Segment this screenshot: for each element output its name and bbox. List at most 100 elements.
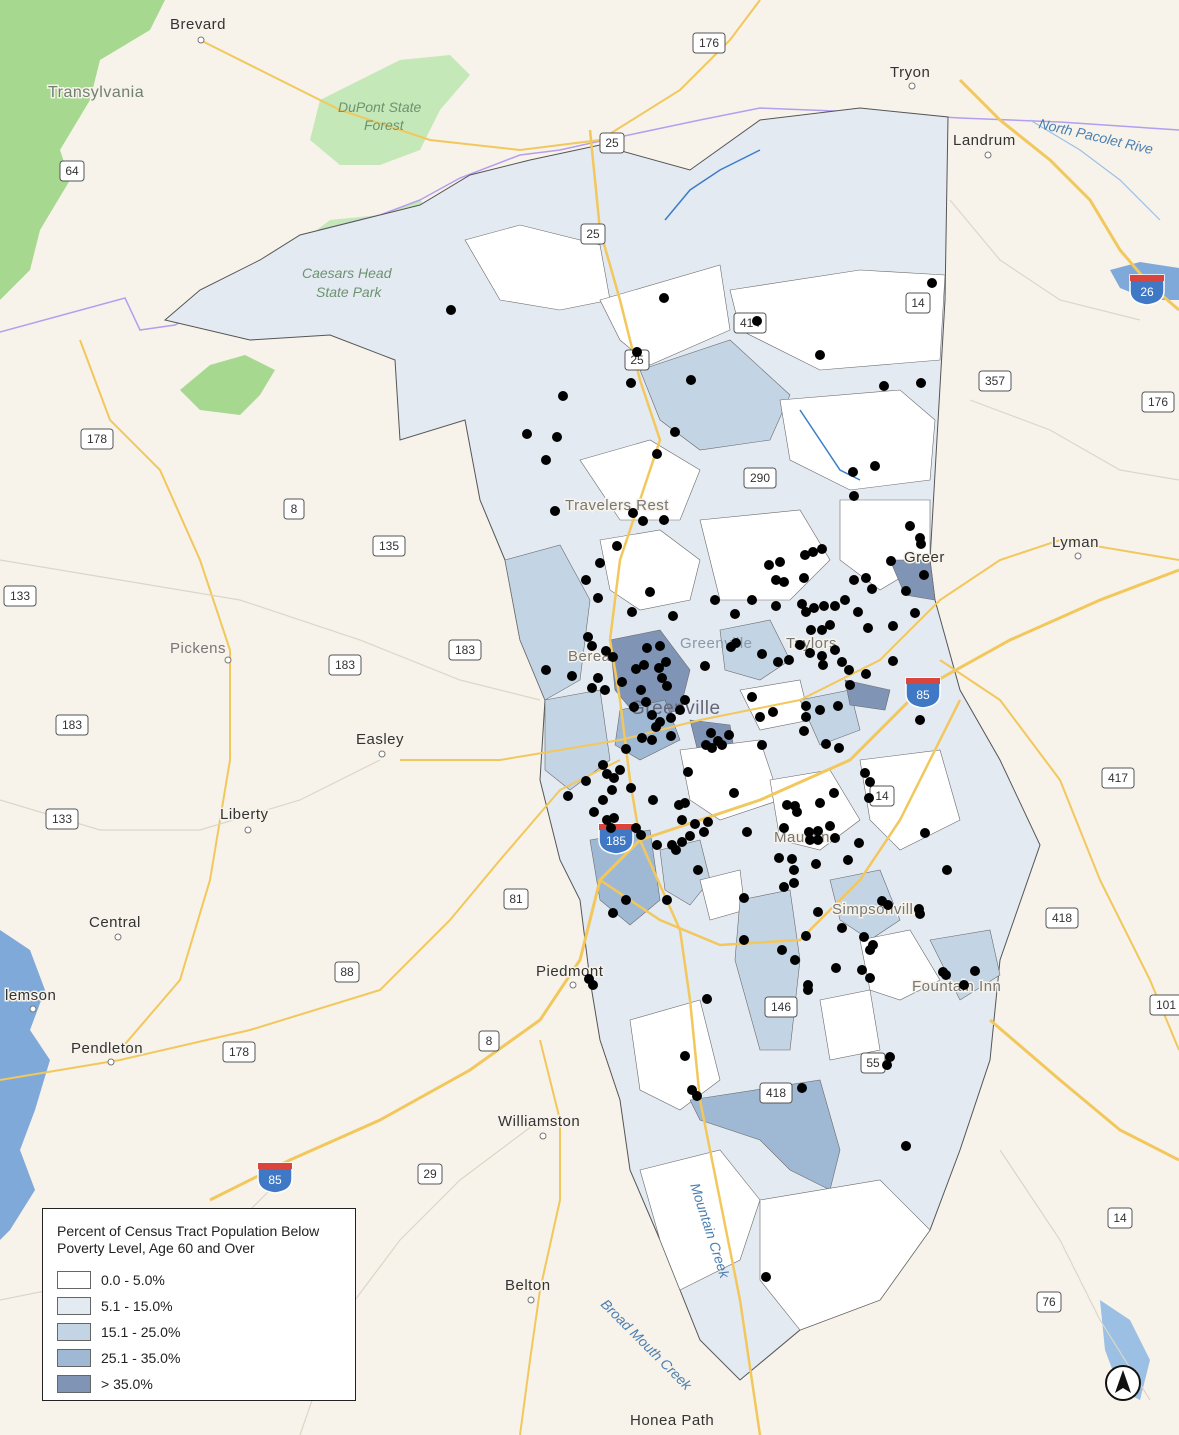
facility-point <box>588 980 598 990</box>
facility-point <box>920 828 930 838</box>
facility-point <box>690 819 700 829</box>
facility-point <box>870 461 880 471</box>
facility-point <box>837 923 847 933</box>
facility-point <box>629 702 639 712</box>
place-pickens: Pickens <box>170 640 226 657</box>
facility-point <box>959 980 969 990</box>
park-dupont-line1: DuPont State <box>338 99 421 115</box>
facility-point <box>821 739 831 749</box>
facility-point <box>813 835 823 845</box>
facility-point <box>724 730 734 740</box>
small-forest-area <box>180 355 275 415</box>
legend-swatch <box>57 1271 91 1289</box>
facility-point <box>626 378 636 388</box>
facility-point <box>541 665 551 675</box>
facility-point <box>910 608 920 618</box>
facility-point <box>867 584 877 594</box>
minor-road <box>999 1149 1151 1401</box>
route-shield: 135 <box>372 535 406 557</box>
facility-point <box>840 595 850 605</box>
facility-point <box>888 656 898 666</box>
route-shield: 8 <box>478 1030 500 1052</box>
facility-point <box>818 660 828 670</box>
park-caesars-line1: Caesars Head <box>302 265 393 281</box>
facility-point <box>801 701 811 711</box>
route-shield-label: 25 <box>630 353 644 367</box>
route-shield: 133 <box>45 808 79 830</box>
town-marker <box>378 750 386 758</box>
facility-point <box>813 907 823 917</box>
place-central: Central <box>89 914 141 931</box>
route-shield-label: 81 <box>509 892 523 906</box>
facility-point <box>747 692 757 702</box>
route-shield-label: 25 <box>586 227 600 241</box>
facility-point <box>761 1272 771 1282</box>
facility-point <box>782 800 792 810</box>
highway-i85-south <box>989 1018 1179 1162</box>
interstate-shield-label: 26 <box>1140 285 1154 299</box>
legend-swatch <box>57 1323 91 1341</box>
route-shield-label: 64 <box>65 164 79 178</box>
facility-point <box>627 607 637 617</box>
route-shield-label: 8 <box>291 502 298 516</box>
facility-point <box>857 965 867 975</box>
facility-point <box>581 575 591 585</box>
facility-point <box>637 733 647 743</box>
route-shield: 29 <box>417 1163 443 1185</box>
route-shield: 146 <box>764 996 798 1018</box>
facility-point <box>615 765 625 775</box>
place-greenville-small: Greenville <box>680 635 753 652</box>
place-labels: Brevard Transylvania Tryon Landrum Trave… <box>4 15 1100 1431</box>
legend-item: 15.1 - 25.0% <box>57 1319 345 1345</box>
route-shield: 178 <box>222 1041 256 1063</box>
facility-point <box>779 882 789 892</box>
facility-point <box>813 826 823 836</box>
tract-poly <box>504 544 591 701</box>
town-marker <box>569 981 577 989</box>
interstate-shield: 85 <box>257 1162 293 1194</box>
facility-point <box>861 573 871 583</box>
facility-point <box>927 278 937 288</box>
facility-point <box>717 740 727 750</box>
interstate-shield-label: 185 <box>606 834 626 848</box>
place-clemson: lemson <box>5 987 56 1004</box>
route-shield-label: 176 <box>1148 395 1168 409</box>
facility-point <box>865 973 875 983</box>
place-williamston: Williamston <box>498 1113 580 1130</box>
minor-road <box>969 399 1179 481</box>
facility-point <box>702 994 712 1004</box>
place-simpsonville: Simpsonville <box>832 901 922 918</box>
facility-point <box>677 815 687 825</box>
tract-poly <box>679 739 781 821</box>
route-shield: 418 <box>1045 907 1079 929</box>
place-liberty: Liberty <box>220 806 269 823</box>
facility-point <box>882 1060 892 1070</box>
facility-point <box>659 293 669 303</box>
route-shields: 1762525256414414357176178829013513318318… <box>3 32 1179 1313</box>
tract-poly <box>614 699 681 761</box>
facility-point <box>915 715 925 725</box>
legend-label: 0.0 - 5.0% <box>101 1272 165 1288</box>
facility-point <box>608 652 618 662</box>
facility-points <box>446 278 980 1282</box>
interstate-shield: 26 <box>1129 274 1165 306</box>
facility-point <box>815 798 825 808</box>
route-shield: 14 <box>905 292 931 314</box>
facility-point <box>731 638 741 648</box>
facility-point <box>811 859 821 869</box>
place-belton: Belton <box>505 1277 551 1294</box>
facility-point <box>830 645 840 655</box>
facility-point <box>648 795 658 805</box>
tract-poly <box>599 264 731 366</box>
facility-point <box>768 707 778 717</box>
place-berea: Berea <box>568 648 611 665</box>
route-shield-label: 183 <box>455 643 475 657</box>
tract-poly <box>829 869 901 941</box>
facility-point <box>757 740 767 750</box>
facility-point <box>661 657 671 667</box>
route-shield: 25 <box>580 223 606 245</box>
facility-point <box>607 785 617 795</box>
facility-point <box>638 516 648 526</box>
facility-point <box>817 651 827 661</box>
legend-swatch <box>57 1297 91 1315</box>
